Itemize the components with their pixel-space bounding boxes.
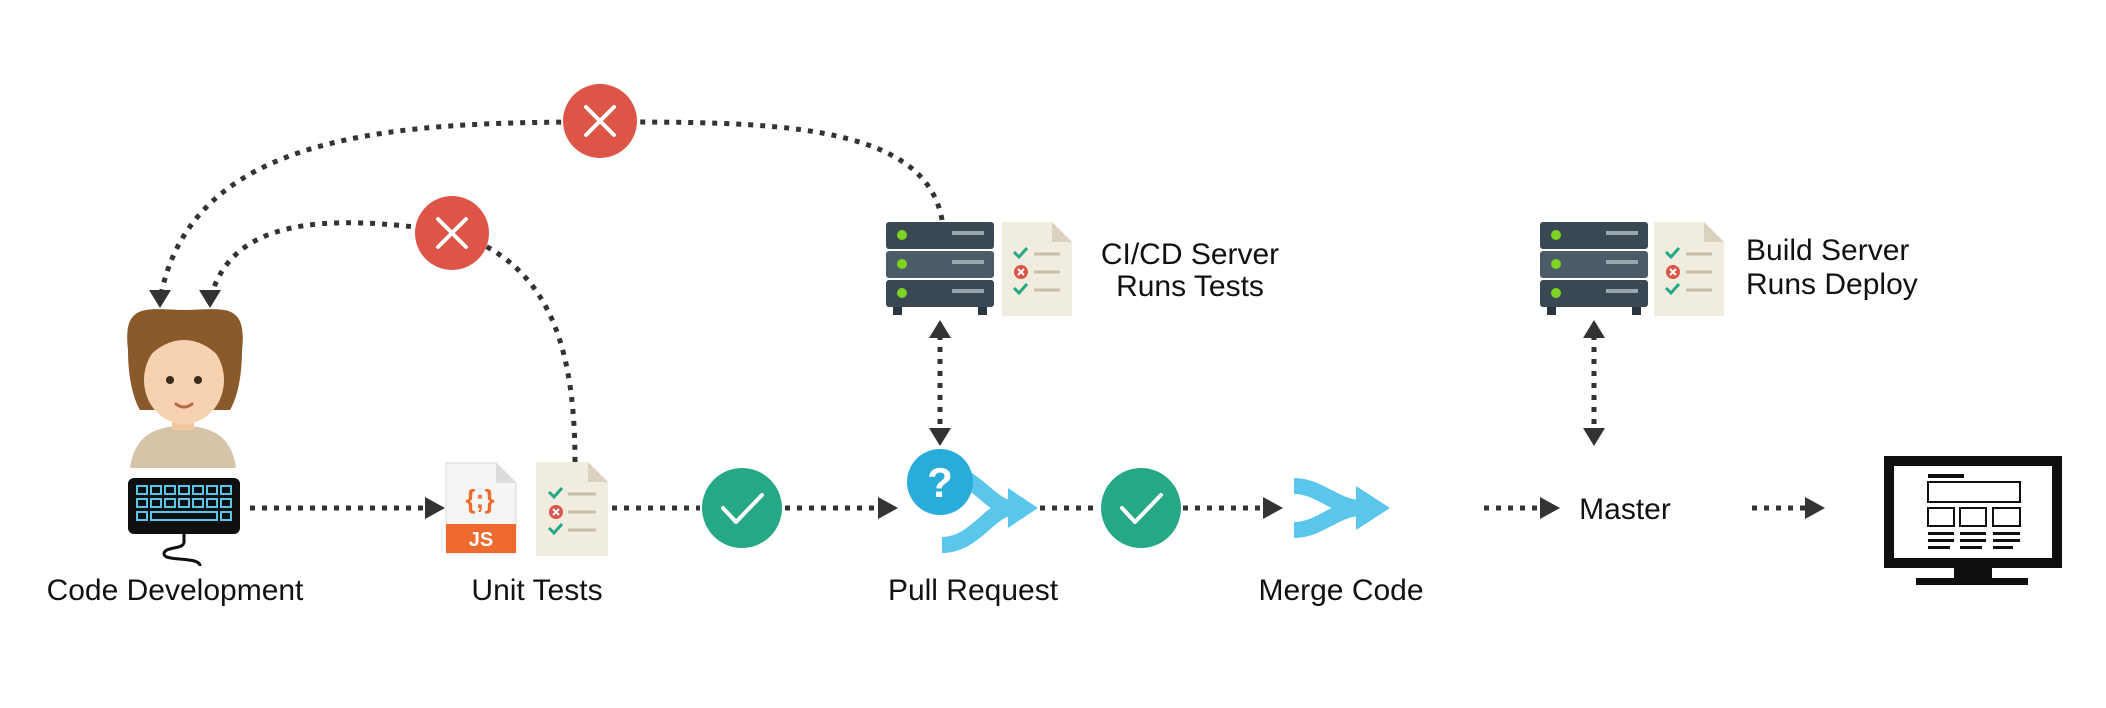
- merge-code-label: Merge Code: [1258, 574, 1423, 607]
- arrowhead-monitor: [1805, 497, 1825, 519]
- svg-text:{;}: {;}: [466, 484, 495, 514]
- ci-fail-feedback-connector: [157, 119, 945, 301]
- arrowhead-feedback-unit: [199, 290, 221, 308]
- js-file-icon: {;} JS: [445, 462, 517, 554]
- build-server-icon: [1540, 222, 1648, 315]
- arrowhead-unit-tests: [425, 497, 445, 519]
- arrowhead-ci-down: [929, 428, 951, 446]
- success-check-icon: [1101, 468, 1181, 548]
- arrowhead-build-down: [1583, 428, 1605, 446]
- merge-code-icon: [1293, 478, 1390, 538]
- arrowhead-master: [1540, 497, 1560, 519]
- arrowhead-build-up: [1583, 320, 1605, 338]
- question-mark-icon: ?: [907, 449, 973, 515]
- build-server-label-line1: Build Server: [1746, 234, 1909, 267]
- svg-text:?: ?: [927, 459, 953, 506]
- build-server-label-line2: Runs Deploy: [1746, 268, 1918, 301]
- unit-test-fail-feedback-connector: [207, 220, 578, 463]
- master-label: Master: [1579, 493, 1671, 526]
- arrowhead-pr: [878, 497, 898, 519]
- ci-server-icon: [886, 222, 994, 315]
- arrowhead-ci-up: [929, 320, 951, 338]
- arrowhead-merge: [1263, 497, 1283, 519]
- unit-tests-label: Unit Tests: [471, 574, 602, 607]
- svg-text:JS: JS: [469, 529, 493, 551]
- test-checklist-icon: [536, 462, 608, 556]
- arrowheads: [149, 290, 1825, 519]
- arrowhead-feedback-ci: [149, 290, 171, 308]
- keyboard-icon: [128, 478, 240, 567]
- developer-avatar-icon: [127, 309, 243, 468]
- ci-server-label-line2: Runs Tests: [1116, 270, 1264, 303]
- build-report-icon: [1654, 222, 1724, 316]
- connectors: [157, 119, 1810, 511]
- pull-request-label: Pull Request: [888, 574, 1059, 607]
- ci-test-report-icon: [1002, 222, 1072, 316]
- website-monitor-icon: [1884, 456, 2062, 585]
- success-check-icon: [702, 468, 782, 548]
- ci-server-label-line1: CI/CD Server: [1101, 238, 1279, 271]
- fail-x-icon: [563, 84, 637, 158]
- fail-x-icon: [415, 196, 489, 270]
- code-development-label: Code Development: [47, 574, 304, 607]
